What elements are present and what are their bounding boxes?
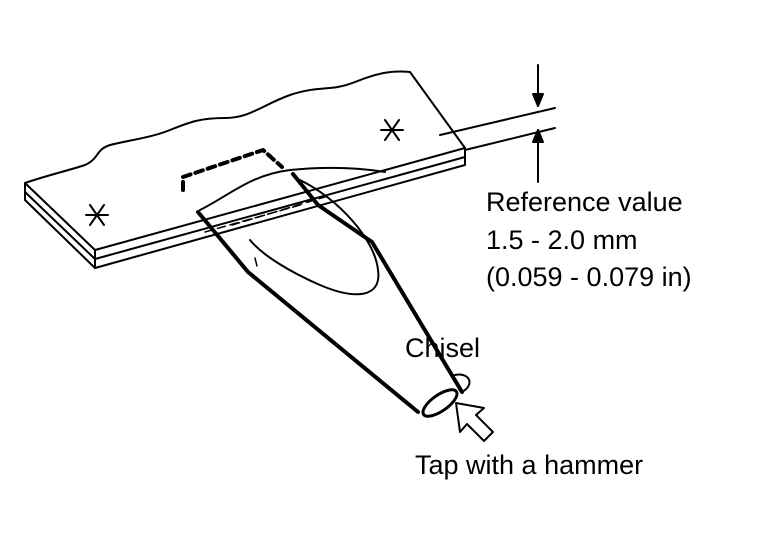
cut-outline [181,148,329,233]
lifted-tab [199,166,386,211]
chisel-icon [196,172,471,418]
reference-value-mm: 1.5 - 2.0 mm [486,225,638,255]
sheet-extension [439,107,556,151]
chisel-label: Chisel [405,333,481,363]
tap-direction-arrow-icon [455,402,494,442]
reference-value-in: (0.059 - 0.079 in) [486,262,692,292]
weld-mark-icon [85,119,404,226]
tap-instruction-label: Tap with a hammer [415,450,644,480]
panel-stack [24,70,466,269]
reference-value-label: Reference value [486,187,683,217]
thickness-dimension [532,64,544,183]
